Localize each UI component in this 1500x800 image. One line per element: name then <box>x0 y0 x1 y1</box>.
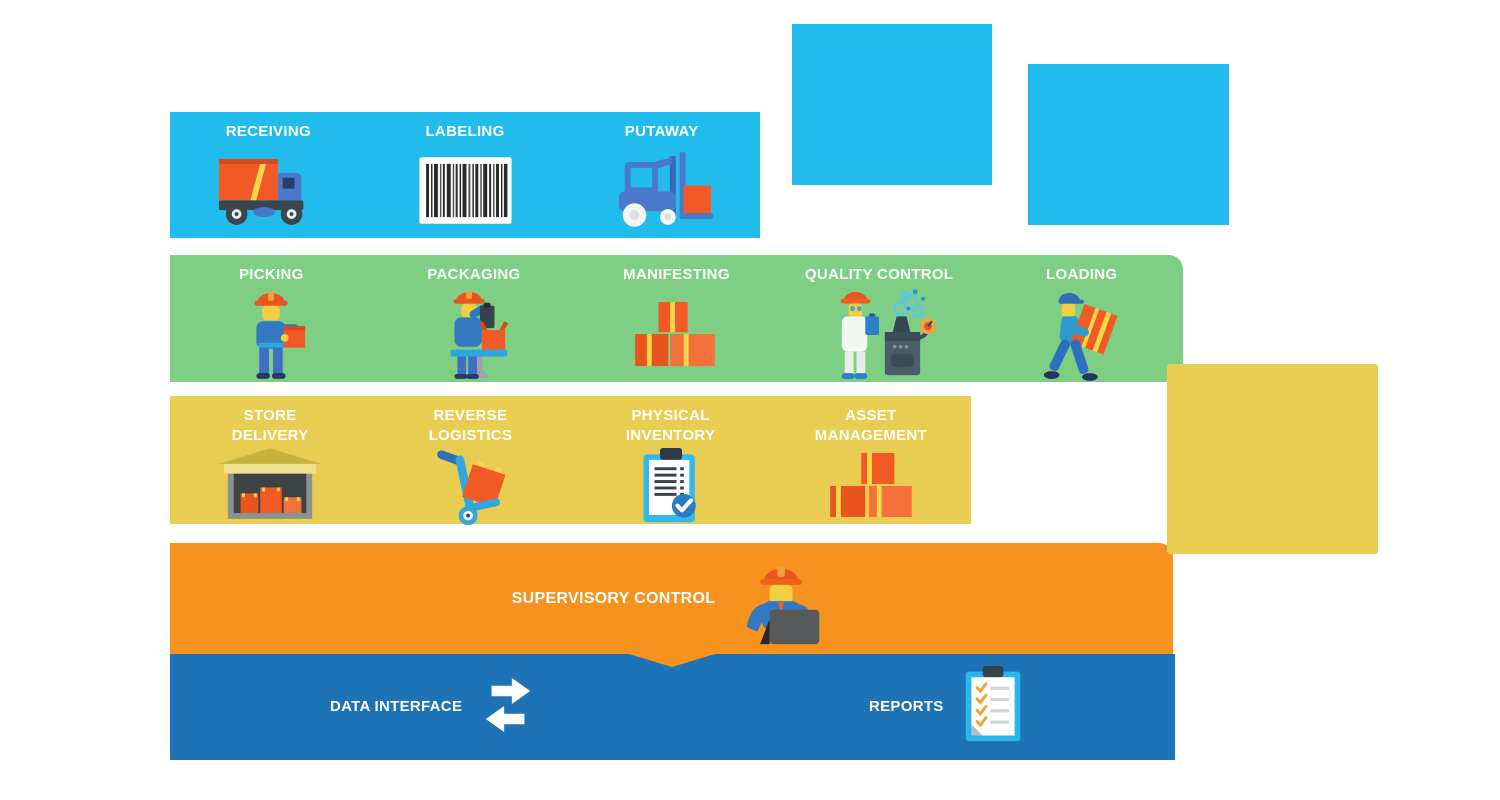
worker-packaging-icon <box>433 285 515 382</box>
receiving-label: RECEIVING <box>225 123 311 140</box>
reverse-logistics-column: REVERSE LOGISTICS <box>370 396 570 527</box>
barcode-icon <box>418 142 512 238</box>
forklift-icon <box>611 142 713 238</box>
cyan-square-1 <box>792 24 992 185</box>
reports-group: REPORTS <box>869 654 1024 760</box>
manifesting-label: MANIFESTING <box>623 266 730 283</box>
asset-boxes-icon <box>824 447 918 525</box>
flow-chevron <box>628 654 715 667</box>
warehouse-icon <box>219 447 322 525</box>
asset-management-column: ASSET MANAGEMENT <box>771 396 971 524</box>
quality-control-label: QUALITY CONTROL <box>804 266 954 283</box>
worker-picking-icon <box>230 285 312 382</box>
transfer-arrows-icon <box>480 675 536 740</box>
store-delivery-label: STORE DELIVERY <box>231 407 309 445</box>
labeling-label: LABELING <box>425 123 505 140</box>
data-interface-group: DATA INTERFACE <box>330 654 536 760</box>
packaging-label: PACKAGING <box>427 266 521 283</box>
worker-loading-icon <box>1039 285 1125 382</box>
labeling-column: LABELING <box>367 112 564 238</box>
data-interface-label: DATA INTERFACE <box>330 697 463 715</box>
store-delivery-column: STORE DELIVERY <box>170 396 370 524</box>
supervisor-laptop-icon <box>735 562 831 651</box>
physical-inventory-column: PHYSICAL INVENTORY <box>571 396 771 524</box>
reverse-logistics-label: REVERSE LOGISTICS <box>428 407 513 445</box>
picking-column: PICKING <box>170 255 373 382</box>
receiving-column: RECEIVING <box>170 112 367 238</box>
loading-label: LOADING <box>1046 266 1118 283</box>
quality-inspection-icon <box>822 285 936 382</box>
picking-label: PICKING <box>238 266 304 283</box>
inventory-clipboard-icon <box>638 447 704 526</box>
quality-control-column: QUALITY CONTROL <box>778 255 981 382</box>
supervisory-control-label: SUPERVISORY CONTROL <box>511 589 716 607</box>
data-band: DATA INTERFACE REPORTS <box>170 654 1175 760</box>
cyan-square-2 <box>1028 64 1229 225</box>
supervisory-band: SUPERVISORY CONTROL <box>170 543 1173 667</box>
manifesting-column: MANIFESTING <box>575 255 778 382</box>
putaway-label: PUTAWAY <box>624 123 699 140</box>
packaging-column: PACKAGING <box>373 255 576 382</box>
boxes-stack-icon <box>629 285 723 382</box>
putaway-column: PUTAWAY <box>563 112 760 238</box>
yellow-square <box>1167 364 1378 554</box>
truck-icon <box>215 142 321 238</box>
reports-label: REPORTS <box>869 697 944 715</box>
loading-column: LOADING <box>980 255 1183 382</box>
operations-band: PICKING <box>170 255 1183 382</box>
asset-management-label: ASSET MANAGEMENT <box>814 407 927 445</box>
inbound-band: RECEIVING LABELING <box>170 112 760 238</box>
report-clipboard-icon <box>962 665 1024 749</box>
handtruck-icon <box>428 447 512 527</box>
physical-inventory-label: PHYSICAL INVENTORY <box>625 407 716 445</box>
returns-band: STORE DELIVERY REVERSE LOGISTICS <box>170 396 971 527</box>
